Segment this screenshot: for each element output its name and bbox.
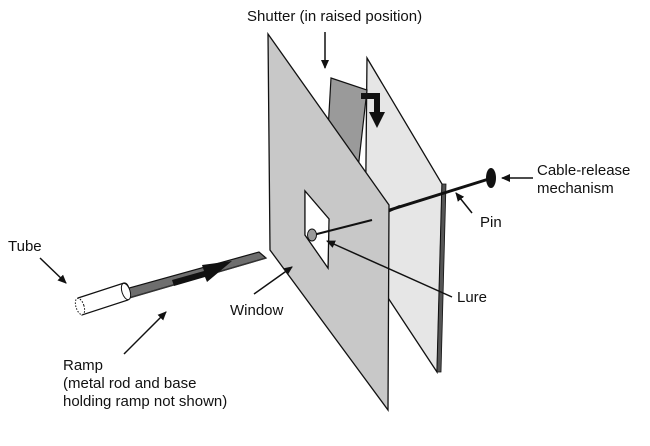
- lure: [307, 228, 317, 242]
- ramp-label-line3: holding ramp not shown): [63, 393, 228, 410]
- ramp-label-line2: (metal rod and base: [63, 375, 197, 392]
- cable-release-label-line2: mechanism: [537, 180, 614, 197]
- window-callout: [253, 266, 293, 295]
- ramp-callout: [123, 311, 167, 355]
- window: [304, 189, 330, 270]
- tube-end: [74, 297, 86, 316]
- lure-rod: [312, 219, 373, 236]
- lure-callout: [326, 240, 453, 298]
- shutter-drop-arrowhead: [369, 112, 385, 128]
- ramp-label-line1: Ramp: [63, 357, 104, 374]
- tube-callout: [39, 257, 67, 284]
- ramp-motion-arrow: [172, 261, 232, 286]
- pin-label: Pin: [480, 214, 502, 231]
- shutter-label: Shutter (in raised position): [247, 8, 423, 25]
- pin-callout: [455, 192, 473, 214]
- shutter-drop-arrow: [361, 93, 380, 116]
- cable-release-knob: [486, 168, 496, 188]
- back-panel-edge: [436, 183, 447, 373]
- cable-release-label-line1: Cable-release: [537, 162, 631, 179]
- window-label: Window: [230, 302, 284, 319]
- tube-mouth: [120, 282, 132, 301]
- lure-label: Lure: [457, 289, 488, 306]
- tube-label: Tube: [8, 238, 42, 255]
